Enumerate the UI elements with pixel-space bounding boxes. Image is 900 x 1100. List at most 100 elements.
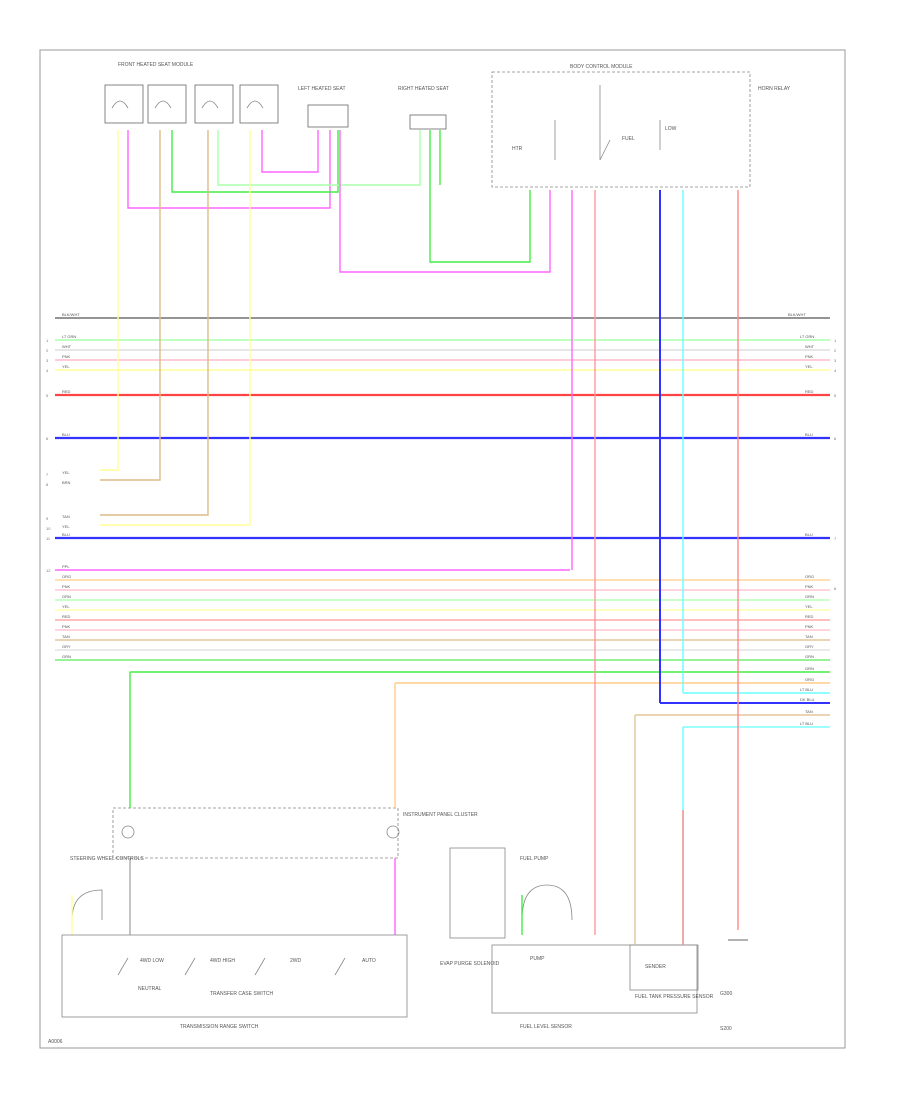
svg-text:2: 2	[46, 348, 49, 353]
svg-text:10: 10	[46, 526, 51, 531]
wire-label-ltblu-r: LT BLU	[800, 687, 813, 692]
wire-label-yel-r: YEL	[805, 604, 813, 609]
wire-label-pnk-right: PNK	[805, 354, 814, 359]
svg-text:5: 5	[834, 393, 837, 398]
fuel-sender-inner: SENDER	[645, 964, 666, 970]
diagram-border	[39, 49, 846, 1049]
wire-label-top-right: BLK/WHT	[788, 312, 806, 317]
fuel-tank-pressure-sensor-label: FUEL TANK PRESSURE SENSOR	[635, 994, 714, 1000]
wire-label-tan-2: TAN	[62, 634, 70, 639]
wire-label-tan-r: TAN	[805, 634, 813, 639]
right-heated-seat: RIGHT HEATED SEAT	[398, 86, 449, 130]
svg-text:4: 4	[834, 368, 837, 373]
left-heated-seat: LEFT HEATED SEAT	[298, 86, 349, 128]
wire-label-org-r: ORG	[805, 574, 814, 579]
switch-4wd-high: 4WD HIGH	[210, 958, 235, 964]
wire-label-red-left: RED	[62, 389, 71, 394]
bcm-inner-htr: HTR	[512, 146, 523, 152]
wire-label-yel-left: YEL	[62, 364, 70, 369]
svg-text:12: 12	[46, 568, 51, 573]
switch-auto: AUTO	[362, 958, 376, 964]
wire-label-blu-2-left: BLU	[62, 532, 70, 537]
svg-text:2: 2	[834, 348, 837, 353]
bcm-inner-fuel: FUEL	[622, 136, 635, 142]
wire-label-lt-grn-left: LT GRN	[62, 334, 76, 339]
svg-text:8: 8	[46, 482, 49, 487]
svg-text:5: 5	[46, 393, 49, 398]
wire-label-dkblu-r: DK BLU	[800, 697, 815, 702]
wire-label-grn-r2: GRN	[805, 654, 814, 659]
wire-label-grn-2: GRN	[62, 654, 71, 659]
wire-label-lt-grn-right: LT GRN	[800, 334, 814, 339]
wire-label-red-2: RED	[62, 614, 71, 619]
instrument-panel-cluster: INSTRUMENT PANEL CLUSTER	[112, 807, 478, 859]
left-heated-seat-label: LEFT HEATED SEAT	[298, 86, 346, 92]
body-control-module: BODY CONTROL MODULE HORN RELAY HTR FUEL …	[491, 64, 791, 188]
steering-wheel-controls: STEERING WHEEL CONTROLS	[70, 856, 144, 935]
wire-label-red-r: RED	[805, 614, 814, 619]
ipc-label: INSTRUMENT PANEL CLUSTER	[403, 812, 478, 818]
wire-label-yel-4: YEL	[62, 604, 70, 609]
ground-g300: G300 S200	[720, 939, 748, 1032]
wire-label-wht-left: WHT	[62, 344, 72, 349]
svg-text:4: 4	[46, 368, 49, 373]
svg-text:9: 9	[46, 516, 49, 521]
footer-code: A0006	[48, 1039, 63, 1045]
wire-label-org: ORG	[62, 574, 71, 579]
switch-2wd: 2WD	[290, 958, 302, 964]
bcm-side-note: HORN RELAY	[758, 86, 791, 92]
wire-label-pnk-2: PNK	[62, 584, 71, 589]
svg-text:11: 11	[46, 536, 51, 541]
top-vertical-wires	[100, 130, 739, 935]
wire-label-yel-right: YEL	[805, 364, 813, 369]
svg-text:8: 8	[834, 586, 837, 591]
bcm-inner-low: LOW	[665, 126, 677, 132]
svg-text:7: 7	[834, 536, 837, 541]
wire-label-grn-r3: GRN	[805, 666, 814, 671]
steering-wheel-controls-label: STEERING WHEEL CONTROLS	[70, 856, 144, 862]
wire-label-brn: BRN	[62, 480, 71, 485]
wire-label-ppl: PPL	[62, 564, 70, 569]
wire-label-yel-2: YEL	[62, 470, 70, 475]
fuel-level-sensor: FUEL PUMP PUMP FUEL LEVEL SENSOR SENDER	[491, 856, 698, 1030]
fuel-pump-inner: PUMP	[530, 956, 545, 962]
wire-label-pnk-r2: PNK	[805, 624, 814, 629]
wire-label-grn-r: GRN	[805, 594, 814, 599]
svg-text:3: 3	[46, 358, 49, 363]
wire-label-wht-right: WHT	[805, 344, 815, 349]
ground-label: G300	[720, 991, 732, 997]
wire-label-pnk-3: PNK	[62, 624, 71, 629]
fuel-pump-label: FUEL PUMP	[520, 856, 549, 862]
wire-label-red-right: RED	[805, 389, 814, 394]
evap-purge-solenoid: EVAP PURGE SOLENOID	[440, 847, 506, 967]
wire-label-pnk-left: PNK	[62, 354, 71, 359]
bus-wire-labels: BLK/WHT BLK/WHT LT GRN LT GRN WHT WHT PN…	[62, 312, 815, 726]
wire-label-tan: TAN	[62, 514, 70, 519]
svg-text:7: 7	[46, 472, 49, 477]
wire-label-blu-left: BLU	[62, 432, 70, 437]
switch-neutral: NEUTRAL	[138, 986, 162, 992]
svg-text:1: 1	[46, 338, 49, 343]
front-heated-seat-module-title: FRONT HEATED SEAT MODULE	[118, 62, 194, 68]
transmission-range-switch: TRANSMISSION RANGE SWITCH 4WD LOW 4WD HI…	[61, 934, 408, 1030]
wire-label-org-r2: ORG	[805, 677, 814, 682]
wire-label-yel-3: YEL	[62, 524, 70, 529]
transmission-range-switch-label: TRANSMISSION RANGE SWITCH	[180, 1024, 259, 1030]
wire-label-blu-2-right: BLU	[805, 532, 813, 537]
wire-label-tan-r2: TAN	[805, 709, 813, 714]
wire-label-gry-r: GRY	[805, 644, 814, 649]
svg-text:6: 6	[834, 436, 837, 441]
wire-label-gry: GRY	[62, 644, 71, 649]
fuel-tank-pressure-sensor: FUEL TANK PRESSURE SENSOR	[629, 715, 714, 1000]
splice-label: S200	[720, 1026, 732, 1032]
bcm-title: BODY CONTROL MODULE	[570, 64, 633, 70]
fuel-level-sensor-label: FUEL LEVEL SENSOR	[520, 1024, 572, 1030]
switch-4wd-low: 4WD LOW	[140, 958, 164, 964]
front-heated-seat-module: FRONT HEATED SEAT MODULE	[104, 62, 279, 124]
wire-label-blu-right: BLU	[805, 432, 813, 437]
wire-label-grn: GRN	[62, 594, 71, 599]
wire-label-ltblu-r2: LT BLU	[800, 721, 813, 726]
svg-text:3: 3	[834, 358, 837, 363]
